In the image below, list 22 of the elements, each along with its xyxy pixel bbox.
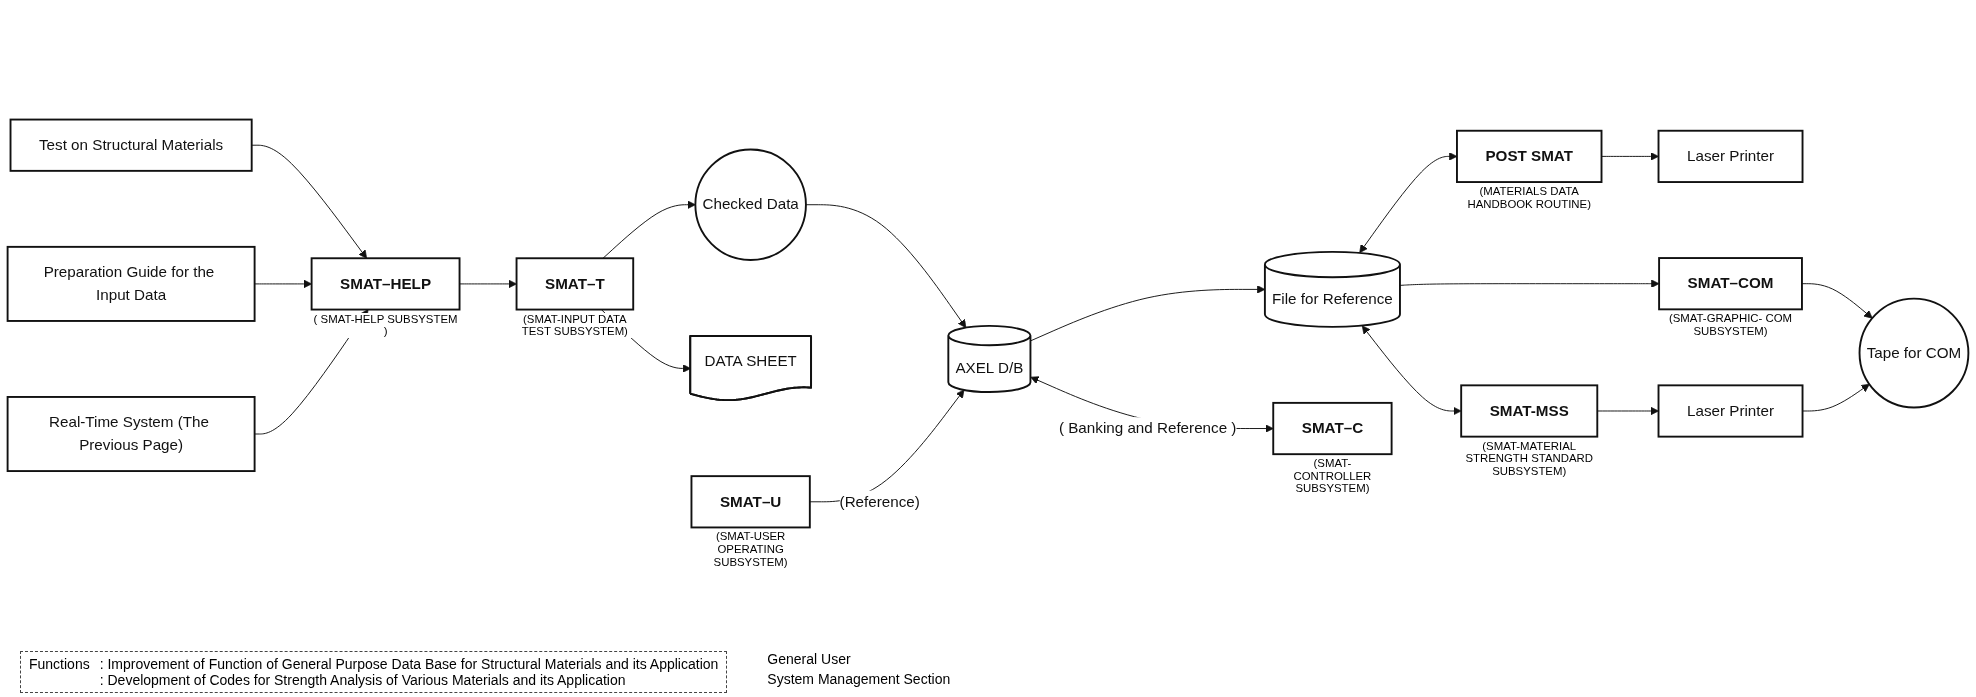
node-circle: Checked Data	[694, 148, 807, 261]
node-circle: Tape for COM	[1858, 297, 1970, 409]
node-box: Test on Structural Materials	[9, 118, 253, 172]
edge-label: (Reference)	[839, 493, 920, 510]
node-box: SMAT–HELP	[310, 257, 461, 311]
section-caption: General User	[767, 651, 852, 667]
subsystem-caption: ( SMAT-HELP SUBSYSTEM )	[311, 312, 460, 338]
edge-label: ( Banking and Reference )	[1058, 419, 1237, 437]
node-box: SMAT–U	[690, 475, 811, 529]
node-box: SMAT–T	[515, 257, 635, 311]
node-box: Real-Time System (The Previous Page)	[6, 396, 256, 472]
function-item: : Improvement of Function of General Purpose Data Base for Structural Materials and its Application	[99, 656, 719, 672]
functions-heading: Functions	[29, 656, 90, 674]
node-box: POST SMAT	[1456, 129, 1603, 183]
node-box: SMAT–COM	[1658, 257, 1803, 311]
node-box: SMAT-MSS	[1460, 384, 1599, 438]
node-box: Laser Printer	[1657, 384, 1804, 438]
node-box: Laser Printer	[1657, 129, 1804, 183]
section-caption: System Management Section	[767, 671, 951, 687]
function-item: : Development of Codes for Strength Analysis of Various Materials and its Application	[99, 672, 627, 688]
node-box: SMAT–C	[1272, 401, 1393, 456]
node-box: Preparation Guide for the Input Data	[6, 245, 256, 322]
